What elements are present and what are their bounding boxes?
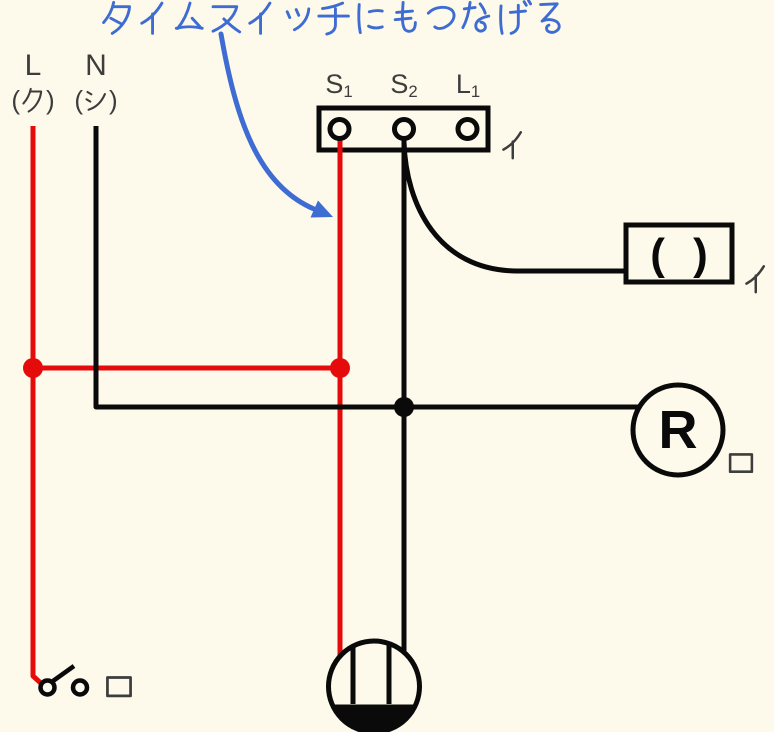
terminal-hole-s1 xyxy=(327,117,352,141)
annotation-arrowhead xyxy=(310,200,333,218)
kana-glyph xyxy=(85,90,106,111)
label-neutral-phase: () xyxy=(74,85,118,116)
kana-glyph xyxy=(502,131,523,160)
terminal-hole-s2 xyxy=(392,117,416,141)
lamp-receptacle-symbol xyxy=(630,382,726,478)
annotation-text xyxy=(100,0,568,36)
ceiling-light-filled-base xyxy=(332,704,416,732)
wire-black-s2-to-blank-device xyxy=(401,141,632,274)
lamp-receptacle-letter: R xyxy=(658,400,698,460)
kana-glyph xyxy=(285,7,311,32)
kana-glyph xyxy=(106,676,132,698)
kana-glyph xyxy=(140,1,164,35)
kana-glyph xyxy=(461,0,491,33)
label-neutral-n: N xyxy=(85,49,107,82)
kana-glyph xyxy=(211,5,242,34)
blank-device-value: ( ) xyxy=(650,230,708,279)
terminal-label-s1: S1 xyxy=(325,69,353,102)
switch-lever xyxy=(51,664,76,683)
switch-contact-left xyxy=(38,678,57,697)
kana-glyph xyxy=(539,2,561,34)
kana-glyph xyxy=(426,5,456,30)
timeswitch-circuit-label xyxy=(499,129,530,161)
annotation-arrow xyxy=(218,31,333,218)
kana-glyph xyxy=(174,1,204,30)
kana-glyph xyxy=(393,0,417,33)
lamp-receptacle-circuit-label xyxy=(725,447,757,480)
switch-symbol xyxy=(38,664,90,697)
black-wires xyxy=(93,126,646,658)
switch-circuit-label xyxy=(102,669,136,704)
annotation-arrow-curve xyxy=(218,31,317,212)
wire-black-n-to-receptacle xyxy=(93,126,646,410)
junction-dot-black xyxy=(394,397,414,417)
terminal-label-s2: S2 xyxy=(390,69,418,102)
wire-red-l-to-switch xyxy=(30,126,46,688)
kana-glyph xyxy=(317,1,350,36)
blank-device-circuit-label xyxy=(742,263,773,295)
terminal-hole-l1 xyxy=(455,117,480,141)
switch-contact-right xyxy=(70,678,90,697)
label-line-l: L xyxy=(24,49,42,82)
kana-glyph xyxy=(248,1,272,35)
kana-glyph xyxy=(728,453,754,473)
kana-glyph xyxy=(357,3,384,35)
label-line-phase: () xyxy=(11,85,55,116)
blank-device-box xyxy=(623,222,735,285)
terminal-label-l1: L1 xyxy=(455,69,481,102)
kana-glyph xyxy=(745,265,766,294)
kana-glyph xyxy=(102,0,131,35)
ceiling-light-symbol xyxy=(326,638,422,732)
junction-dot-red-left xyxy=(23,358,43,378)
kana-glyph xyxy=(22,87,42,113)
junction-dot-red-center xyxy=(330,358,350,378)
kana-glyph xyxy=(499,0,532,35)
